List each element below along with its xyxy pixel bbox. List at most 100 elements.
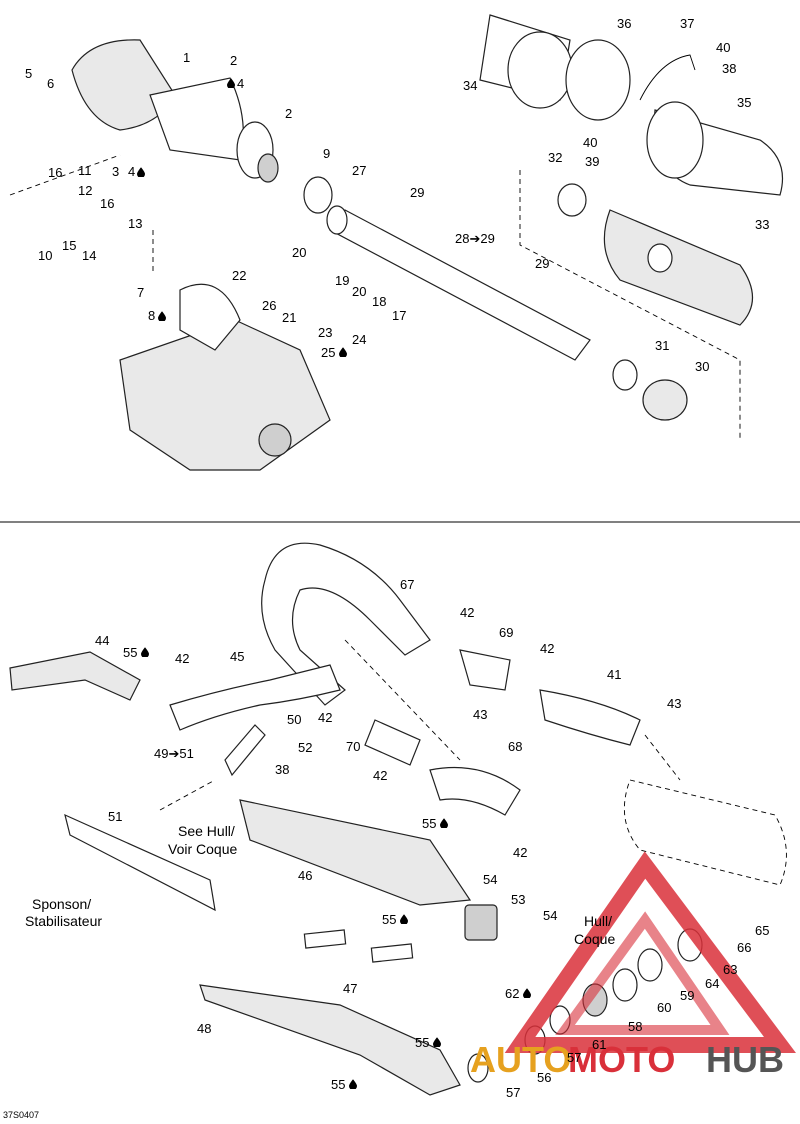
callout: 20 [292, 245, 306, 260]
sponson-part [64, 813, 216, 912]
top-callouts: 1 2 2 3 4 4 5 6 7 8 9 10 11 12 13 14 15 … [25, 16, 769, 374]
callout: 31 [655, 338, 669, 353]
callout: 64 [705, 976, 719, 991]
bottom-callouts: 41 42 42 42 42 42 42 43 43 44 45 46 47 4… [95, 577, 769, 1100]
note-sponson: Stabilisateur [25, 913, 102, 929]
callout: 5 [25, 66, 32, 81]
callout: 2 [230, 53, 237, 68]
callout: 16 [48, 165, 62, 180]
callout: 43 [667, 696, 681, 711]
callout: 20 [352, 284, 366, 299]
callout: 14 [82, 248, 96, 263]
callout: 53 [511, 892, 525, 907]
inlet-pipe-part [9, 651, 141, 701]
engine-block-part [119, 283, 331, 471]
pipe-45-part [169, 664, 341, 731]
callout: 28➔29 [455, 231, 495, 246]
guide-line [9, 154, 121, 196]
top-assembly [9, 14, 784, 471]
callout: 67 [400, 577, 414, 592]
callout: 36 [617, 16, 631, 31]
callout: 69 [499, 625, 513, 640]
drop-icon [433, 1037, 441, 1047]
note-see-hull: See Hull/ [178, 823, 235, 839]
watermark: AUTO MOTO HUB [470, 851, 796, 1080]
callout: 9 [323, 146, 330, 161]
drop-icon [349, 1079, 357, 1089]
callout: 42 [540, 641, 554, 656]
note-see-hull: Voir Coque [168, 841, 237, 857]
watermark-text: HUB [706, 1039, 784, 1080]
callout: 65 [755, 923, 769, 938]
coupling-part [464, 904, 498, 941]
drop-icon [339, 347, 347, 357]
callout: 42 [460, 605, 474, 620]
callout: 11 [78, 163, 92, 178]
drop-icon [141, 647, 149, 657]
callout: 61 [592, 1037, 606, 1052]
callout: 40 [716, 40, 730, 55]
strap-part [639, 54, 696, 101]
callout: 41 [607, 667, 621, 682]
drop-icon [523, 988, 531, 998]
callout: 3 [112, 164, 119, 179]
callout: 44 [95, 633, 109, 648]
tee-part [459, 649, 511, 691]
pipe-41-part [539, 689, 641, 746]
callout: 24 [352, 332, 366, 347]
callout: 59 [680, 988, 694, 1003]
pad-part [370, 943, 414, 963]
callout: 63 [723, 962, 737, 977]
callout: 52 [298, 740, 312, 755]
callout: 21 [282, 310, 296, 325]
long-tail-pipe-part [199, 984, 461, 1096]
callout: 55 [331, 1077, 345, 1092]
callout: 1 [183, 50, 190, 65]
callout: 42 [373, 768, 387, 783]
callout: 55 [422, 816, 436, 831]
guide-line [159, 779, 216, 811]
note-sponson: Sponson/ [32, 896, 91, 912]
callout: 62 [505, 986, 519, 1001]
callout: 45 [230, 649, 244, 664]
muffler-part [646, 101, 784, 196]
clamp-part [557, 183, 587, 217]
note-hull: Coque [574, 931, 615, 947]
callout: 32 [548, 150, 562, 165]
callout: 40 [583, 135, 597, 150]
exhaust-pipe-part [71, 39, 279, 183]
ring-part [612, 968, 638, 1002]
callout: 54 [483, 872, 497, 887]
callout: 38 [275, 762, 289, 777]
callout: 42 [318, 710, 332, 725]
callout: 17 [392, 308, 406, 323]
callout: 37 [680, 16, 694, 31]
cover-part [479, 14, 573, 109]
callout: 57 [567, 1050, 581, 1065]
pipe-67-part [261, 542, 431, 706]
clamp-part [612, 359, 638, 391]
callout: 34 [463, 78, 477, 93]
watermark-text: MOTO [568, 1039, 675, 1080]
drop-icon [440, 818, 448, 828]
cooler-part [239, 799, 472, 906]
callout: 33 [755, 217, 769, 232]
pipe-68-part [429, 766, 521, 816]
guide-line [644, 734, 681, 781]
coupler-part [642, 379, 688, 421]
guide-line [519, 170, 741, 440]
callout: 23 [318, 325, 332, 340]
muffler-outline [623, 779, 787, 886]
callout: 68 [508, 739, 522, 754]
clamp-part [565, 39, 631, 121]
bracket-part [224, 724, 266, 777]
callout: 60 [657, 1000, 671, 1015]
callout: 27 [352, 163, 366, 178]
callout: 26 [262, 298, 276, 313]
callout: 25 [321, 345, 335, 360]
callout: 22 [232, 268, 246, 283]
callout: 19 [335, 273, 349, 288]
callout: 57 [506, 1085, 520, 1100]
callout: 54 [543, 908, 557, 923]
